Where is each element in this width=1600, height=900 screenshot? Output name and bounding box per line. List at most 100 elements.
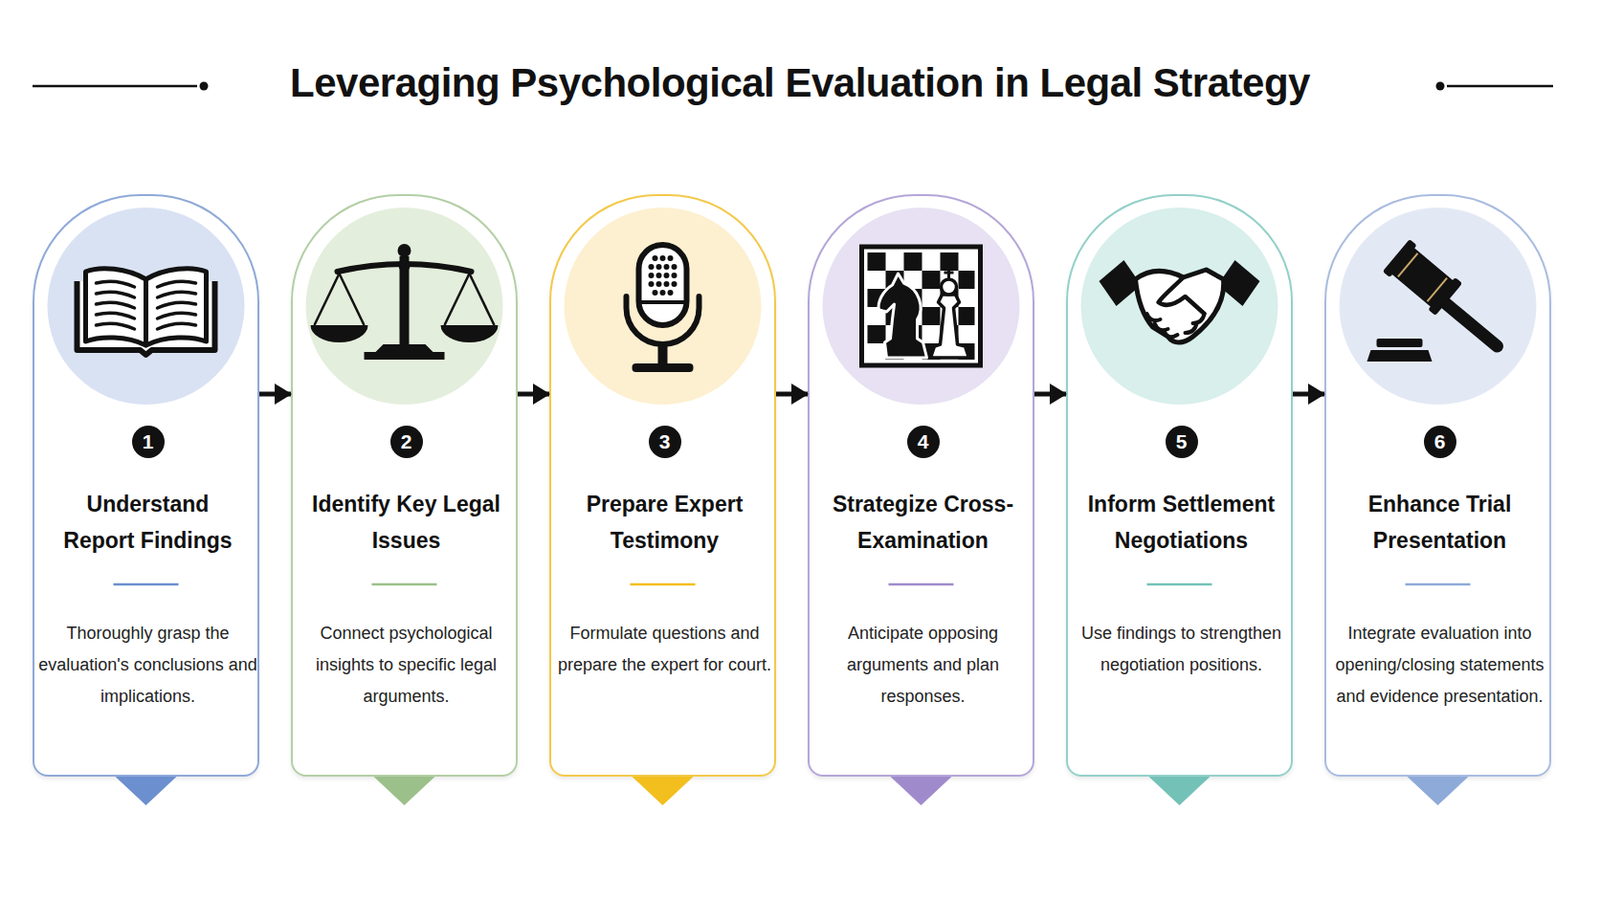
- flow-arrow: [1034, 392, 1067, 398]
- title-rule-part: [32, 85, 198, 89]
- gavel-icon: [1367, 239, 1498, 362]
- step-number: 6: [1423, 425, 1457, 459]
- chess-icon-part-part: [958, 307, 976, 326]
- scales-icon-part: [311, 325, 369, 343]
- heading-underline-part: [1405, 583, 1471, 587]
- chess-icon-part-part: [867, 252, 887, 271]
- scales-icon-part: [314, 273, 495, 326]
- book-icon-part-part: [96, 281, 135, 288]
- handshake-icon-part-part: [1147, 313, 1161, 321]
- microphone-icon-part: [639, 300, 688, 305]
- diagram-title: Leveraging Psychological Evaluation in L…: [0, 57, 1600, 110]
- chess-icon-part-part: [867, 288, 887, 308]
- book-icon-part: [86, 268, 147, 346]
- step-number: 5: [1165, 425, 1199, 459]
- icon-circle-part: [1081, 207, 1279, 405]
- card-pointer: [115, 777, 1469, 806]
- flow-arrow: [517, 392, 550, 398]
- chess-icon-part: [944, 267, 955, 280]
- chess-icon-part-part: [886, 343, 905, 360]
- book-icon-part-part: [96, 323, 135, 330]
- icon-circle: [47, 207, 1537, 405]
- scales-icon-part: [364, 352, 445, 360]
- chess-icon-part-part: [940, 252, 959, 271]
- book-icon-part-part: [157, 302, 197, 309]
- microphone-icon-part-part: [660, 289, 667, 296]
- chess-icon-part-part: [940, 288, 959, 308]
- book-icon-part-part: [96, 291, 135, 298]
- book-icon-part: [146, 268, 207, 346]
- gavel-icon-part-part: [1389, 245, 1456, 310]
- microphone-icon-part-part: [664, 264, 670, 270]
- handshake-icon-part-part: [1164, 331, 1178, 337]
- chess-icon-part-part: [922, 307, 941, 326]
- microphone-icon-part-part: [652, 255, 659, 262]
- book-icon-part-part: [157, 312, 197, 319]
- book-icon: [77, 268, 216, 356]
- handshake-icon-part: [1218, 260, 1261, 307]
- gavel-icon-part: [1382, 239, 1463, 316]
- scales-icon-part: [398, 244, 412, 258]
- chess-icon-part-part: [886, 270, 905, 289]
- chess-icon-part-part: [958, 343, 976, 360]
- microphone-icon-part-part: [667, 255, 674, 262]
- handshake-icon-part-part: [1185, 323, 1198, 334]
- step-heading: Identify Key Legal Issues: [311, 486, 503, 559]
- heading-underline: [113, 583, 1471, 587]
- gavel-icon-part-part: [1382, 239, 1418, 278]
- heading-underline-part: [630, 583, 696, 587]
- card-pointer-part: [632, 777, 694, 806]
- card-pointer-part: [1407, 777, 1469, 806]
- icon-circle-part: [47, 207, 245, 405]
- title-rule-part: [1446, 85, 1554, 89]
- microphone-icon-part-part: [652, 289, 659, 296]
- microphone-icon-part: [626, 296, 700, 345]
- chess-icon-part-part: [867, 325, 887, 344]
- chess-icon-part-part: [947, 267, 951, 280]
- chess-icon-part-part: [904, 325, 923, 344]
- microphone-icon: [626, 244, 700, 373]
- microphone-icon-part-part: [648, 264, 655, 270]
- microphone-icon-part-part: [667, 289, 674, 296]
- scales-icon-part: [399, 260, 411, 272]
- handshake-icon-part-part: [1193, 313, 1205, 324]
- chess-icon-part: [867, 252, 976, 360]
- microphone-icon-part: [639, 244, 688, 326]
- handshake-icon-part: [1099, 260, 1142, 307]
- microphone-icon-part: [648, 255, 678, 296]
- step-card: 1Understand Report FindingsThoroughly gr…: [32, 194, 260, 778]
- microphone-icon-part-part: [648, 281, 655, 288]
- heading-underline-part: [888, 583, 955, 587]
- card-pointer-part: [374, 777, 436, 806]
- gavel-icon-part-part: [1427, 277, 1463, 316]
- book-icon-part-part: [96, 302, 135, 309]
- book-icon-part-part: [157, 281, 197, 288]
- handshake-icon-part: [1158, 277, 1205, 314]
- step-number: 4: [907, 425, 940, 459]
- step-heading: Understand Report Findings: [52, 486, 245, 559]
- chess-icon-part-part: [904, 252, 923, 271]
- title-rule-part: [200, 82, 209, 91]
- microphone-icon-part-part: [671, 281, 678, 288]
- microphone-icon-part-part: [664, 281, 670, 288]
- microphone-icon-part-part: [656, 281, 663, 288]
- title-rule: [32, 82, 1554, 91]
- scales-icon-part: [400, 256, 410, 347]
- step-description: Integrate evaluation into opening/closin…: [1329, 618, 1551, 713]
- microphone-icon-part-part: [660, 255, 667, 262]
- step-card: 5Inform Settlement NegotiationsUse findi…: [1066, 194, 1293, 778]
- step-number: 1: [132, 425, 165, 459]
- chess-icon-part: [931, 294, 970, 358]
- heading-underline-part: [113, 583, 179, 587]
- chess-icon-part-part: [940, 325, 959, 344]
- microphone-icon-part-part: [664, 272, 670, 279]
- step-heading: Enhance Trial Presentation: [1344, 486, 1536, 559]
- microphone-icon-part-part: [648, 272, 655, 279]
- microphone-icon-part-part: [671, 272, 678, 279]
- book-icon-part-part: [157, 323, 197, 330]
- title-rule-part: [1436, 82, 1445, 91]
- chess-icon-part-part: [922, 343, 941, 360]
- icon-circle-part: [822, 207, 1021, 405]
